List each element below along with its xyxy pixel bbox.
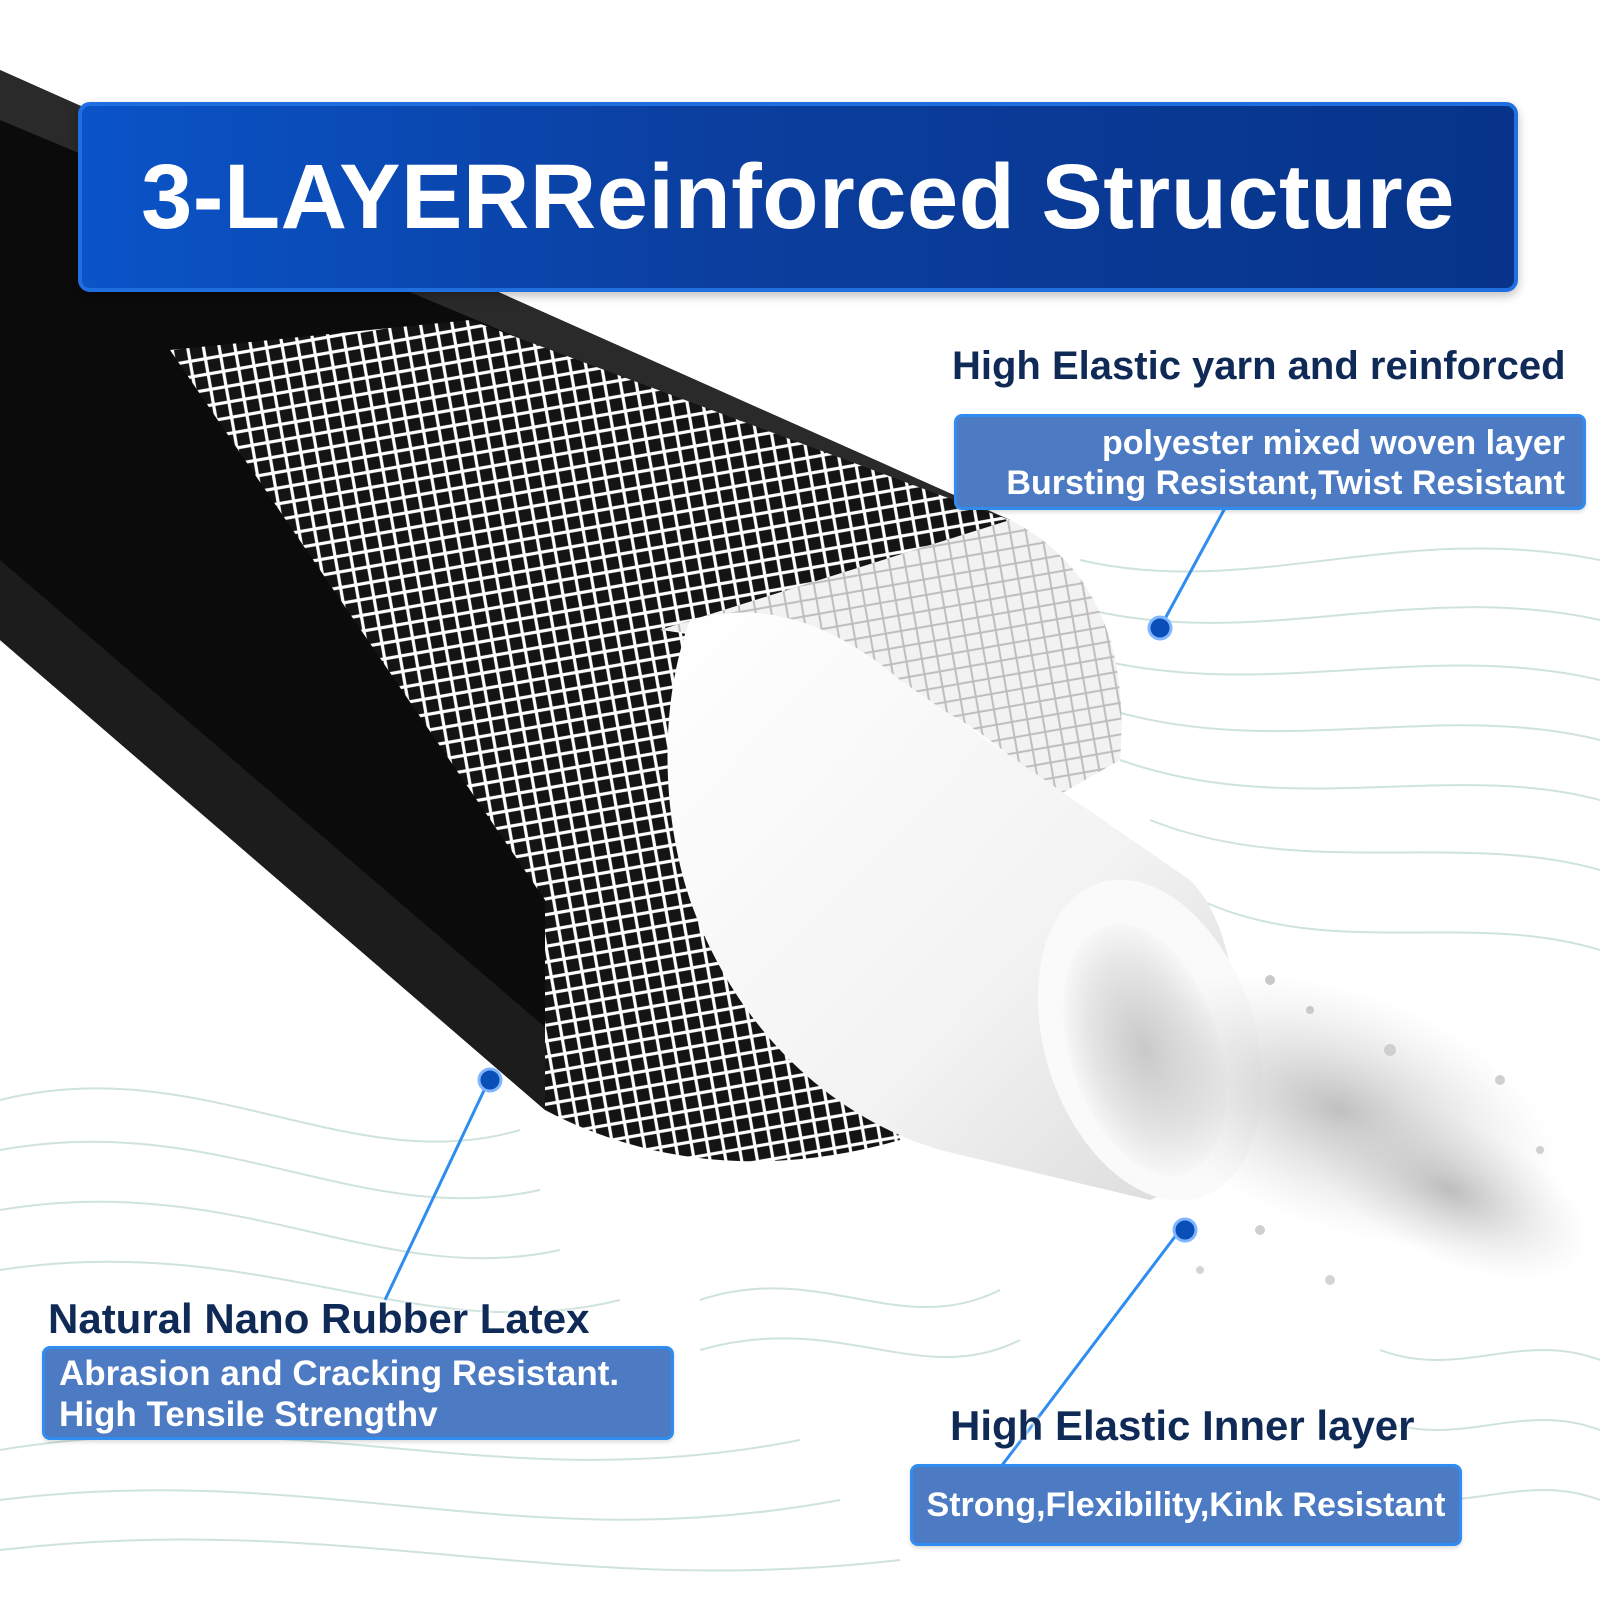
mesh-layer-line-1: polyester mixed woven layer <box>1102 424 1565 462</box>
mesh-layer-line-2: Bursting Resistant,Twist Resistant <box>1006 464 1565 502</box>
leader-lines <box>383 507 1227 1469</box>
page-title: 3-LAYERReinforced Structure <box>141 145 1455 248</box>
inner-layer-line-1: Strong,Flexibility,Kink Resistant <box>926 1485 1446 1524</box>
outer-layer-description: Abrasion and Cracking Resistant. High Te… <box>42 1346 674 1440</box>
marker-dots <box>477 615 1198 1243</box>
outer-layer-line-1: Abrasion and Cracking Resistant. <box>59 1354 620 1393</box>
outer-layer-line-2: High Tensile Strengthv <box>59 1395 438 1434</box>
inner-layer-heading: High Elastic Inner layer <box>950 1402 1415 1449</box>
title-banner: 3-LAYERReinforced Structure <box>78 102 1518 292</box>
mesh-layer-heading: High Elastic yarn and reinforced <box>952 344 1566 388</box>
mesh-layer-description: polyester mixed woven layer Bursting Res… <box>954 414 1586 510</box>
inner-layer-description: Strong,Flexibility,Kink Resistant <box>910 1464 1462 1546</box>
outer-layer-heading: Natural Nano Rubber Latex <box>48 1295 590 1342</box>
water-splash <box>1120 972 1590 1285</box>
